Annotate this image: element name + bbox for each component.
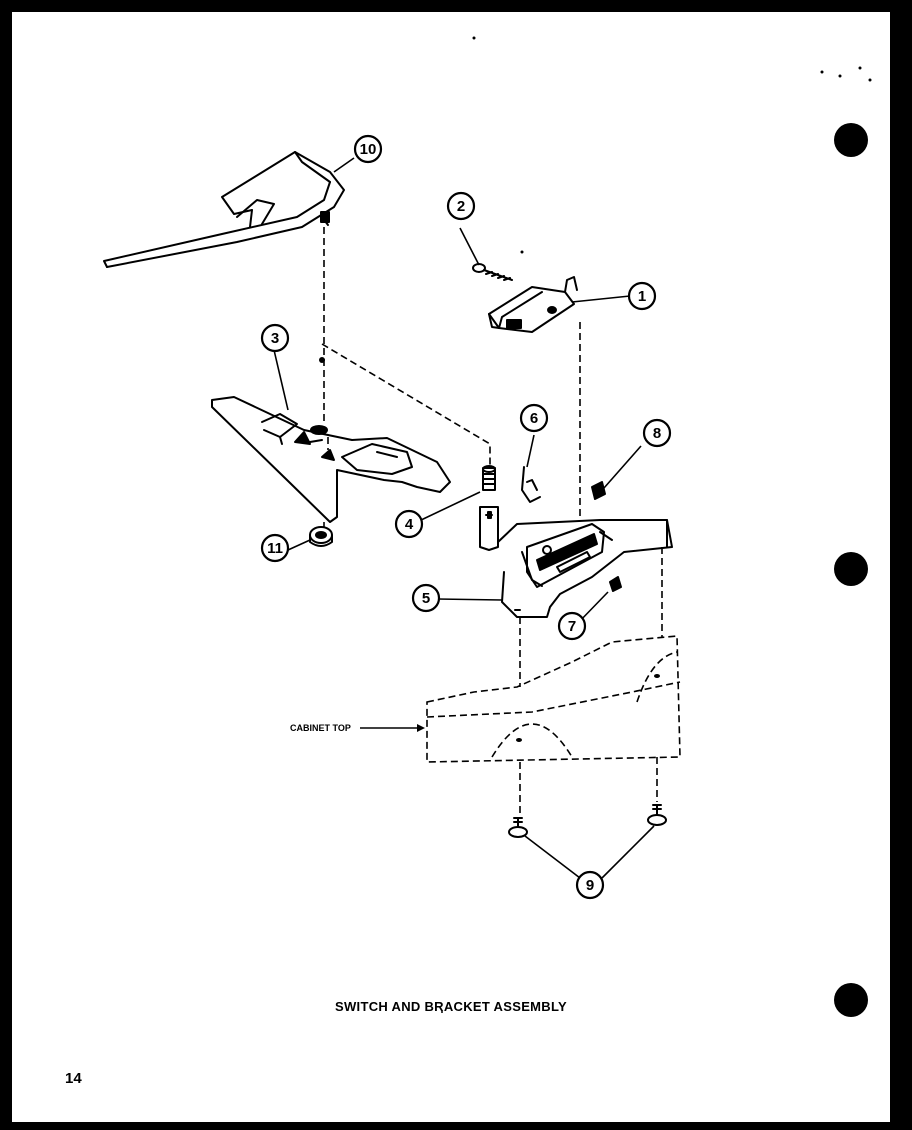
callout-11: 11 bbox=[267, 540, 283, 557]
callout-6: 6 bbox=[530, 410, 538, 427]
binder-hole-top bbox=[834, 123, 868, 157]
callout-2: 2 bbox=[457, 198, 465, 215]
part-9-screws bbox=[508, 804, 667, 838]
diagram-caption: SWITCH AND BRACKET ASSEMBLY bbox=[335, 999, 567, 1014]
callout-9: 9 bbox=[586, 877, 594, 894]
callout-10: 10 bbox=[360, 141, 377, 158]
exploded-diagram: 10 2 1 3 6 8 4 5 7 11 9 CABINET TOP bbox=[103, 36, 872, 1013]
callout-1: 1 bbox=[638, 288, 646, 305]
part-5-bracket bbox=[497, 519, 673, 618]
binder-hole-middle bbox=[834, 552, 868, 586]
part-4-pin bbox=[482, 465, 496, 491]
cabinet-top-label: CABINET TOP bbox=[290, 723, 351, 733]
part-6-wire-clip bbox=[521, 466, 541, 503]
callout-3: 3 bbox=[271, 330, 279, 347]
part-2-screw bbox=[472, 263, 513, 281]
part-8-clip bbox=[591, 481, 606, 500]
cabinet-top-outline bbox=[426, 635, 681, 763]
page-number: 14 bbox=[65, 1070, 82, 1087]
part-clip bbox=[479, 506, 499, 551]
part-10-handle bbox=[103, 151, 345, 268]
binder-hole-bottom bbox=[834, 983, 868, 1017]
callout-4: 4 bbox=[405, 516, 414, 533]
callout-7: 7 bbox=[568, 618, 576, 635]
part-3-bracket bbox=[211, 396, 451, 523]
parts-sheet: 10 2 1 3 6 8 4 5 7 11 9 CABINET TOP SWIT… bbox=[12, 12, 890, 1122]
callout-8: 8 bbox=[653, 425, 661, 442]
part-1-switch bbox=[488, 276, 578, 333]
part-11-nut bbox=[309, 526, 333, 547]
callout-5: 5 bbox=[422, 590, 430, 607]
